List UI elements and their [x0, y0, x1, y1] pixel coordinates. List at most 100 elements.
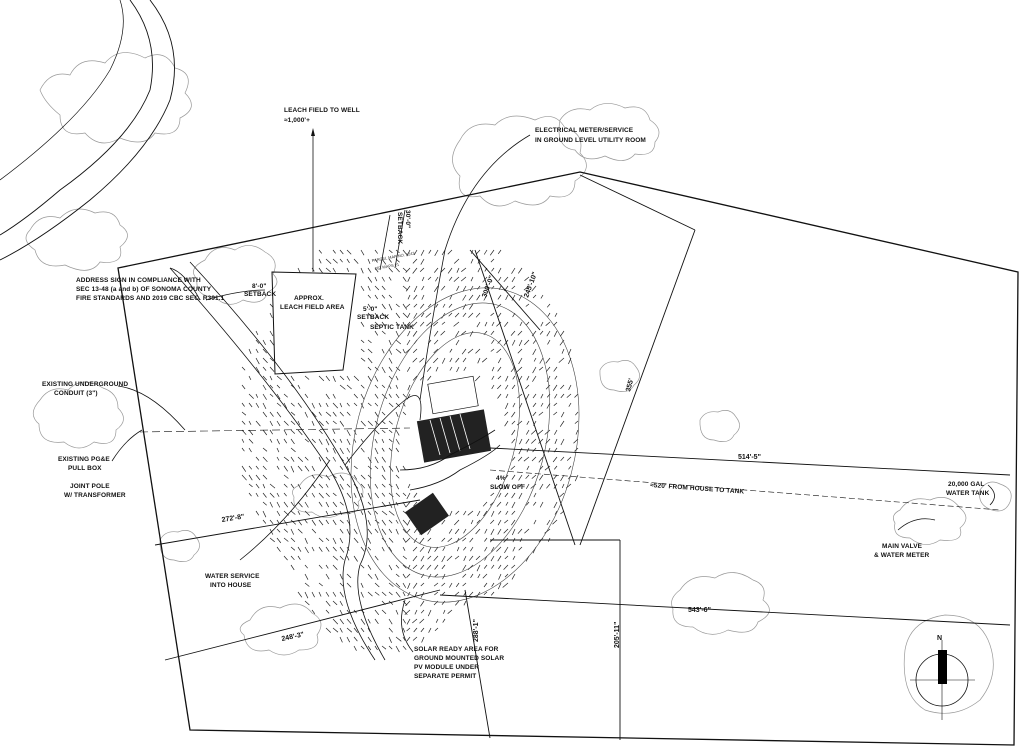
slope-hatch-mark: [497, 384, 502, 390]
slope-hatch-mark: [346, 618, 352, 624]
slope-hatch-mark: [455, 600, 460, 606]
slope-hatch-mark: [497, 357, 502, 364]
slope-hatch-mark: [456, 546, 460, 552]
slope-hatch-mark: [297, 510, 301, 515]
slope-hatch-mark: [568, 465, 572, 470]
slope-hatch-mark: [360, 510, 364, 515]
slope-hatch-mark: [304, 573, 309, 580]
slope-hatch-mark: [297, 465, 303, 472]
slope-hatch-mark: [325, 411, 332, 417]
slope-hatch-mark: [427, 537, 432, 542]
slope-hatch-mark: [490, 312, 495, 316]
slope-hatch-mark: [468, 294, 474, 301]
slope-hatch-mark: [419, 267, 425, 272]
slope-hatch-mark: [533, 501, 537, 506]
slope-hatch-mark: [262, 411, 268, 418]
slope-hatch-mark: [332, 546, 337, 552]
slope-hatch-mark: [511, 438, 516, 444]
slope-hatch-mark: [255, 492, 259, 497]
slope-hatch-mark: [381, 330, 386, 335]
slope-hatch-mark: [374, 555, 379, 561]
slope-hatch-mark: [367, 564, 372, 570]
slope-hatch-mark: [406, 519, 411, 526]
slope-hatch-mark: [413, 285, 418, 293]
slope-hatch-mark: [276, 510, 281, 516]
slope-hatch-mark: [290, 429, 296, 434]
slope-hatch-mark: [325, 492, 330, 497]
slope-hatch-mark: [374, 366, 379, 371]
slope-hatch-mark: [531, 330, 537, 337]
electrical-label-line1: ELECTRICAL METER/SERVICE: [535, 127, 634, 134]
slope-hatch-mark: [449, 357, 453, 363]
slope-hatch-mark: [255, 366, 260, 373]
slope-hatch-mark: [311, 546, 315, 552]
slope-hatch-mark: [262, 429, 268, 436]
dimension-lines: [139, 128, 1011, 740]
slope-hatch-mark: [518, 483, 523, 488]
slope-hatch-mark: [498, 510, 502, 515]
slope-hatch-mark: [269, 384, 274, 389]
slope-hatch-mark: [532, 402, 537, 408]
slope-hatch-mark: [560, 393, 565, 399]
slope-hatch-mark: [339, 438, 343, 443]
slope-hatch-mark: [395, 609, 399, 615]
slope-hatch-mark: [360, 393, 365, 400]
slope-hatch-mark: [483, 249, 488, 255]
slope-hatch-mark: [395, 573, 400, 577]
slope-hatch-mark: [241, 474, 247, 481]
slope-hatch-mark: [433, 582, 439, 587]
slope-hatch-mark: [526, 420, 530, 425]
slope-hatch-mark: [346, 636, 351, 643]
slope-hatch-mark: [283, 429, 288, 436]
slope-hatch-mark: [395, 393, 400, 399]
slope-hatch-mark: [428, 627, 432, 633]
slope-hatch-mark: [367, 312, 373, 318]
slope-hatch-mark: [360, 546, 365, 552]
slope-hatch-mark: [318, 429, 323, 434]
slope-hatch-mark: [526, 321, 530, 326]
slope-hatch-mark: [413, 528, 418, 534]
slope-hatch-mark: [483, 582, 488, 588]
slope-hatch-mark: [526, 429, 530, 435]
slope-hatch-mark: [546, 303, 551, 308]
slope-hatch-mark: [241, 429, 247, 435]
leach-to-well-label: LEACH FIELD TO WELL: [284, 107, 360, 114]
slope-hatch-mark: [332, 519, 337, 526]
slope-hatch-mark: [475, 528, 481, 535]
slope-hatch-mark: [388, 492, 394, 498]
slope-hatch-mark: [441, 582, 446, 587]
slope-hatch-mark: [402, 528, 407, 534]
slope-hatch-mark: [469, 591, 474, 597]
slope-hatch-mark: [419, 321, 425, 327]
slope-hatch-mark: [559, 492, 565, 498]
slope-hatch-mark: [545, 321, 551, 326]
slope-hatch-mark: [441, 600, 446, 605]
slope-hatch-mark: [434, 564, 439, 570]
slope-hatch-mark: [339, 591, 344, 598]
slope-hatch-mark: [419, 357, 425, 363]
slope-hatch-mark: [367, 285, 371, 291]
slope-hatch-mark: [406, 492, 411, 500]
slope-hatch-mark: [374, 393, 379, 399]
slope-hatch-mark: [346, 258, 350, 264]
slope-hatch-mark: [381, 411, 386, 416]
slope-hatch-mark: [290, 411, 296, 416]
slope-hatch-mark: [332, 402, 339, 409]
slope-hatch-mark: [374, 591, 380, 596]
slope-hatch-mark: [405, 303, 411, 308]
slope-hatch-mark: [476, 564, 481, 572]
slope-hatch-mark: [420, 249, 425, 256]
slope-hatch-mark: [574, 393, 579, 398]
slope-hatch-mark: [339, 600, 343, 606]
slope-hatch-mark: [461, 330, 467, 336]
slope-hatch-mark: [395, 447, 399, 453]
slope-hatch-mark: [407, 294, 411, 300]
slope-hatch-mark: [255, 402, 260, 408]
setback-septic-word: SETBACK: [357, 314, 389, 321]
slope-hatch-mark: [290, 519, 297, 525]
slope-hatch-mark: [511, 429, 516, 436]
slope-hatch-mark: [388, 546, 393, 552]
slope-hatch-mark: [406, 636, 411, 642]
slope-hatch-mark: [402, 573, 406, 579]
slope-hatch-mark: [304, 375, 310, 380]
